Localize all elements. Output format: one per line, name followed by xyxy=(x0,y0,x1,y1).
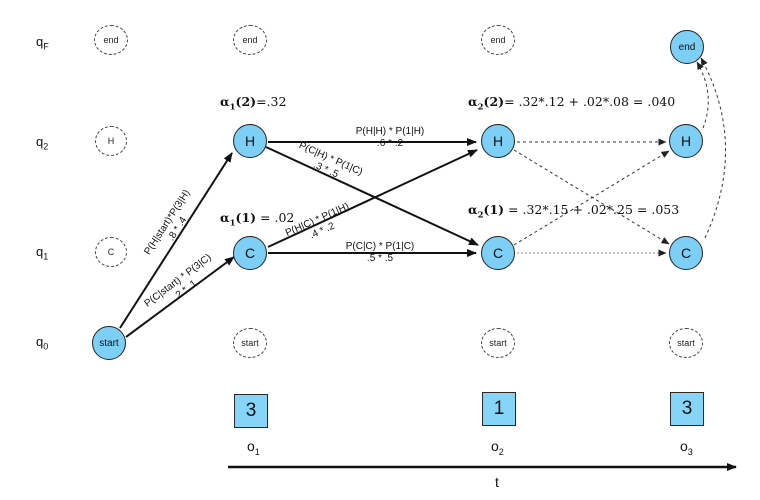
dashed-arrow-H-to-end xyxy=(696,61,709,129)
node-H-t1: H xyxy=(233,124,267,158)
arrow-start-to-H xyxy=(119,152,233,329)
node-H-t3: H xyxy=(669,124,703,158)
observation-box-2: 1 xyxy=(482,392,516,426)
state-label-q2: q2 xyxy=(36,134,49,152)
observation-box-1: 3 xyxy=(234,394,268,428)
arrow-start-to-C xyxy=(125,256,235,338)
observation-label-2: o2 xyxy=(491,438,504,457)
dashed-arrow-C-to-H xyxy=(513,150,670,246)
node-end-t0: end xyxy=(94,25,128,55)
node-start: start xyxy=(92,326,126,360)
observation-label-3: o3 xyxy=(680,438,693,457)
state-label-q1: q1 xyxy=(36,244,49,262)
edge-label-C-C: P(C|C) * P(1|C).5 * .5 xyxy=(345,241,415,264)
node-C-t1: C xyxy=(233,236,267,270)
node-start-t3: start xyxy=(669,328,703,358)
node-end-t2: end xyxy=(481,25,515,55)
edge-label-H-H: P(H|H) * P(1|H).6 * .2 xyxy=(355,126,425,149)
time-axis-label: t xyxy=(495,474,499,490)
node-C-t3: C xyxy=(669,236,703,270)
alpha-2-2: α2(2)= .32*.12 + .02*.08 = .040 xyxy=(468,94,676,113)
node-start-t2: start xyxy=(481,328,515,358)
node-C-t2: C xyxy=(481,236,515,270)
observation-box-3: 3 xyxy=(670,392,704,426)
node-end-final: end xyxy=(670,30,704,64)
arrow-H-to-C xyxy=(265,146,479,246)
arrow-C-to-H xyxy=(267,149,478,248)
state-label-q0: q0 xyxy=(36,334,49,352)
alpha-1-1: α1(1) = .02 xyxy=(220,210,295,229)
node-start-t1: start xyxy=(233,328,267,358)
node-end-t1: end xyxy=(233,25,267,55)
dashed-arrow-H-to-C xyxy=(513,149,670,245)
node-H-t0: H xyxy=(95,126,127,156)
alpha-1-2: α1(2)=.32 xyxy=(220,94,287,113)
node-H-t2: H xyxy=(481,124,515,158)
alpha-2-1: α2(1) = .32*.15 + .02*.25 = .053 xyxy=(468,202,680,221)
state-label-qF: qF xyxy=(36,34,49,52)
dashed-arrow-C-to-end xyxy=(700,57,726,239)
observation-label-1: o1 xyxy=(247,438,260,457)
node-C-t0: C xyxy=(95,237,127,267)
